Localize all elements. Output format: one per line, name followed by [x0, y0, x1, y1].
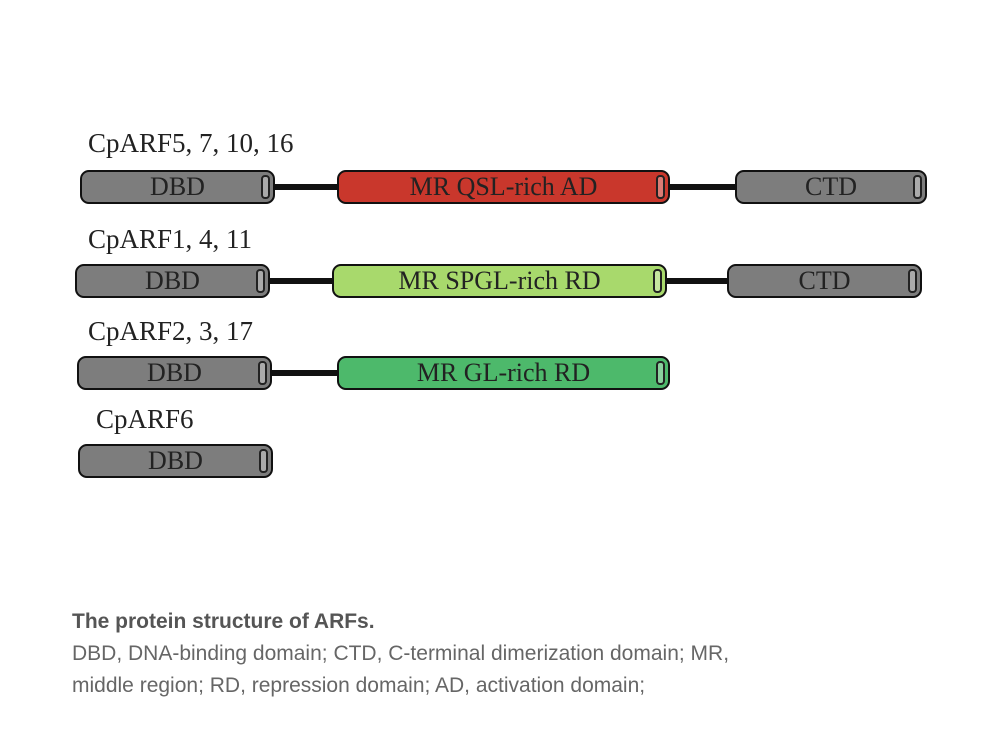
- dbd-domain: DBD: [80, 170, 275, 204]
- linker: [270, 184, 340, 190]
- dbd-domain: DBD: [75, 264, 270, 298]
- dbd-domain: DBD: [77, 356, 272, 390]
- dbd-domain: DBD: [78, 444, 273, 478]
- caption-title: The protein structure of ARFs.: [72, 610, 375, 633]
- caption-text: DBD, DNA-binding domain; CTD, C-terminal…: [72, 642, 730, 665]
- linker: [265, 278, 335, 284]
- linker: [265, 370, 340, 376]
- mr-qsl-ad-domain: MR QSL-rich AD: [337, 170, 670, 204]
- row-label: CpARF6: [96, 404, 194, 434]
- linker: [665, 184, 737, 190]
- caption-text: middle region; RD, repression domain; AD…: [72, 674, 646, 697]
- row-label: CpARF1, 4, 11: [88, 224, 253, 254]
- mr-gl-rd-domain: MR GL-rich RD: [337, 356, 670, 390]
- ctd-domain: CTD: [735, 170, 927, 204]
- mr-spgl-rd-domain: MR SPGL-rich RD: [332, 264, 667, 298]
- ctd-domain: CTD: [727, 264, 922, 298]
- linker: [660, 278, 732, 284]
- row-label: CpARF2, 3, 17: [88, 316, 254, 346]
- row-label: CpARF5, 7, 10, 16: [88, 128, 294, 158]
